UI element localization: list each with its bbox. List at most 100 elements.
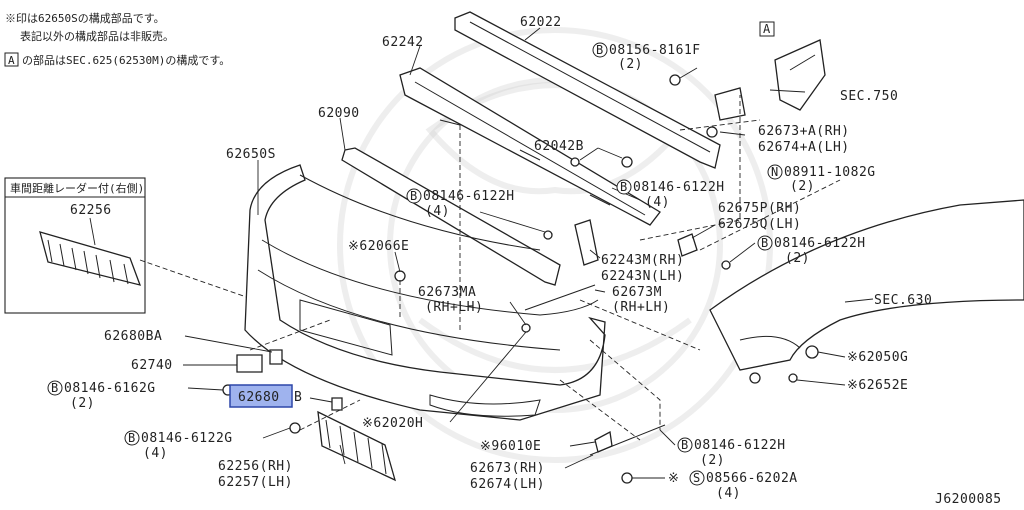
alignment-lines	[249, 95, 841, 441]
inset-title: 車間距離レーダー付(右側)	[10, 181, 144, 195]
circle-b-label: B	[596, 43, 603, 57]
circle-b-label: B	[51, 381, 58, 395]
label-62243n: 62243N(LH)	[601, 269, 684, 284]
label-62257-lh: 62257(LH)	[218, 475, 293, 490]
circle-b-label: B	[681, 438, 688, 452]
label-62256-rh: 62256(RH)	[218, 459, 293, 474]
bracket-sec750	[774, 39, 826, 111]
screw-08566	[621, 472, 633, 484]
inset-part-number: 62256	[70, 203, 112, 218]
label-62673ma: 62673MA	[418, 285, 476, 300]
a-box-marker	[759, 21, 775, 37]
label-08146-6162g: 08146-6162G	[64, 381, 156, 396]
bolt-08146-5	[749, 372, 761, 384]
bolt-08146-1	[543, 230, 553, 240]
label-08911-1082g: 08911-1082G	[784, 165, 876, 180]
label-08911-qty: (2)	[790, 179, 815, 194]
circle-b-icon	[616, 179, 632, 195]
label-08156-8161f: 08156-8161F	[609, 43, 701, 58]
label-62673-rh: 62673(RH)	[470, 461, 545, 476]
clip-62042b	[570, 157, 580, 167]
part-labels: 62022 62242 62090 62650S 08156-8161F (2)…	[64, 15, 1002, 507]
bumper-fascia-62650s	[244, 164, 606, 421]
label-08146-6162g-qty: (2)	[70, 396, 95, 411]
label-62674a-lh: 62674+A(LH)	[758, 140, 850, 155]
label-asterisk: ※	[668, 471, 679, 486]
label-62050g: ※62050G	[847, 350, 908, 365]
label-62675q: 62675Q(LH)	[718, 217, 801, 232]
bracket-62243	[574, 219, 599, 266]
label-62650s: 62650S	[226, 147, 276, 162]
clip-96010e	[594, 430, 613, 453]
label-96010e: ※96010E	[480, 439, 541, 454]
circled-symbols: B N B B B B B B S	[47, 42, 783, 486]
clip-62066e	[394, 270, 406, 282]
radar-inset: 車間距離レーダー付(右側) 62256	[4, 177, 256, 314]
label-62674-lh: 62674(LH)	[470, 477, 545, 492]
bolt-08156	[669, 74, 681, 86]
label-sec630: SEC.630	[874, 293, 932, 308]
circle-b-label: B	[128, 431, 135, 445]
circle-b-icon	[677, 437, 693, 453]
reinforcement-62022	[454, 11, 721, 169]
a-box-label: A	[763, 22, 771, 36]
circle-b-label: B	[410, 189, 417, 203]
highlight-62680b[interactable]	[229, 384, 293, 408]
circle-b-icon	[47, 380, 63, 396]
label-62673a-rh: 62673+A(RH)	[758, 124, 850, 139]
label-62066e: ※62066E	[348, 239, 409, 254]
clip-62680ba	[269, 349, 283, 365]
note-a-marker: A	[8, 54, 15, 67]
label-08146-3-qty: (2)	[785, 251, 810, 266]
nut-08911	[706, 126, 718, 138]
circle-b-icon	[124, 430, 140, 446]
note-a-box	[4, 52, 19, 67]
label-62673m: 62673M	[612, 285, 662, 300]
circle-b-label: B	[620, 180, 627, 194]
circle-s-label: S	[693, 471, 700, 485]
label-62673ma-sub: (RH+LH)	[425, 300, 483, 315]
label-08146-5-qty: (2)	[700, 453, 725, 468]
clip-62652e	[788, 373, 798, 383]
label-62740: 62740	[131, 358, 173, 373]
circle-b-icon	[757, 235, 773, 251]
note-line-3: の部品はSEC.625(62530M)の構成です。	[22, 53, 230, 67]
label-08146-2: 08146-6122H	[633, 180, 725, 195]
label-08146-3: 08146-6122H	[774, 236, 866, 251]
bolt-08146-4	[289, 422, 301, 434]
label-62090: 62090	[318, 106, 360, 121]
label-62675p: 62675P(RH)	[718, 201, 801, 216]
label-62680b-highlight[interactable]: 62680	[238, 390, 280, 405]
diagram-id: J6200085	[935, 492, 1002, 507]
clip-62675	[677, 233, 698, 257]
circle-b-icon	[592, 42, 608, 58]
note-line-2: 表記以外の構成部品は非販売。	[20, 29, 174, 43]
bracket-62673a	[714, 87, 746, 121]
note-line-1: ※印は62650Sの構成部品です。	[5, 11, 165, 25]
bracket-62740	[236, 354, 263, 373]
absorber-62242	[399, 67, 661, 226]
fender-sec630	[709, 199, 1024, 371]
label-08146-2-qty: (4)	[645, 195, 670, 210]
label-08146-4-qty: (4)	[143, 446, 168, 461]
label-62680b-suffix: B	[294, 390, 302, 405]
clip-62050g	[805, 345, 819, 359]
label-08146-4: 08146-6122G	[141, 431, 233, 446]
label-sec750: SEC.750	[840, 89, 898, 104]
label-62243m: 62243M(RH)	[601, 253, 684, 268]
fasteners	[222, 74, 819, 484]
label-08146-5: 08146-6122H	[694, 438, 786, 453]
strip-62673	[589, 424, 666, 456]
label-08146-1: 08146-6122H	[423, 189, 515, 204]
label-62652e: ※62652E	[847, 378, 908, 393]
circle-n-label: N	[771, 165, 778, 179]
leader-lines	[183, 27, 874, 479]
circle-s-icon	[689, 470, 705, 486]
strip-62673m	[524, 284, 596, 311]
label-62022: 62022	[520, 15, 562, 30]
label-08156-qty: (2)	[618, 57, 643, 72]
inset-grille-part	[39, 231, 142, 286]
notes-block: ※印は62650Sの構成部品です。 表記以外の構成部品は非販売。 A の部品はS…	[4, 11, 230, 67]
bolt-08146-3	[721, 260, 731, 270]
